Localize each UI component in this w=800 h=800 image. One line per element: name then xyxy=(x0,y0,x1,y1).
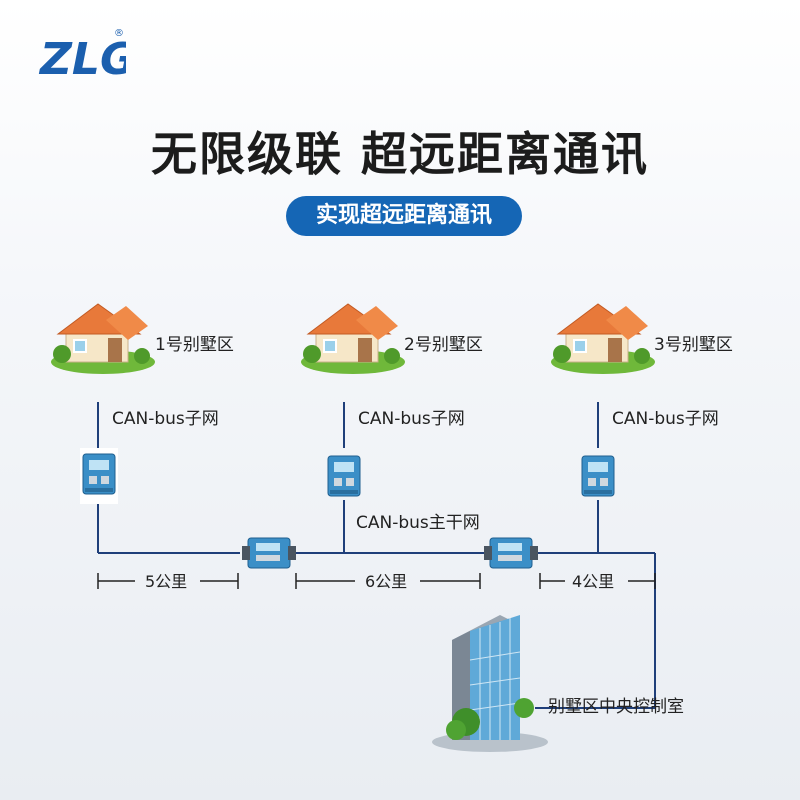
villa-3-label: 3号别墅区 xyxy=(654,335,733,355)
villa-2-can-device-icon xyxy=(328,456,360,496)
villa-3-house-icon xyxy=(551,304,655,374)
logo-text: ZLG xyxy=(38,34,126,85)
villa-1-subnet-label: CAN-bus子网 xyxy=(112,409,219,429)
villa-2-label: 2号别墅区 xyxy=(404,335,483,355)
zlg-logo: ZLG ® xyxy=(36,22,126,86)
registered-mark: ® xyxy=(114,28,124,39)
villa-1-can-device-icon xyxy=(83,454,115,494)
villa-3-can-device-icon xyxy=(582,456,614,496)
villa-2-house-icon xyxy=(301,304,405,374)
villa-1-label: 1号别墅区 xyxy=(155,335,234,355)
office-building-icon xyxy=(432,615,548,752)
control-room-label: 别墅区中央控制室 xyxy=(548,697,684,717)
page-title: 无限级联 超远距离通讯 xyxy=(0,118,800,184)
backbone-label: CAN-bus主干网 xyxy=(356,513,480,533)
distance-2-label: 6公里 xyxy=(365,572,407,591)
network-diagram: 1号别墅区 2号别墅区 3号别墅区 CAN-bus子网 CAN-bus子网 CA… xyxy=(0,280,800,800)
distance-1-label: 5公里 xyxy=(145,572,187,591)
bus-wiring xyxy=(98,402,655,708)
distance-3-label: 4公里 xyxy=(572,572,614,591)
subtitle-pill: 实现超远距离通讯 xyxy=(286,196,522,236)
repeater-1-icon xyxy=(242,538,296,568)
villa-3-subnet-label: CAN-bus子网 xyxy=(612,409,719,429)
repeater-2-icon xyxy=(484,538,538,568)
villa-2-subnet-label: CAN-bus子网 xyxy=(358,409,465,429)
villa-1-house-icon xyxy=(51,304,155,374)
